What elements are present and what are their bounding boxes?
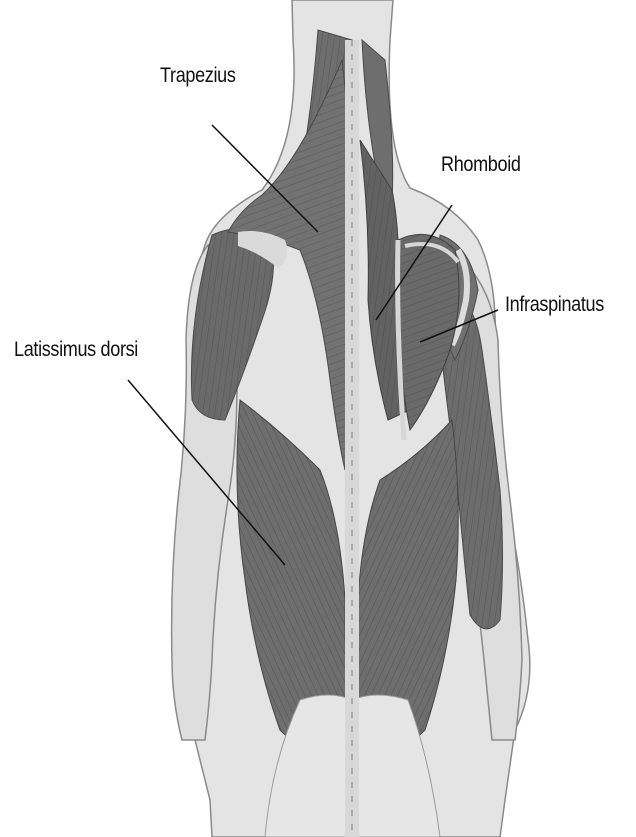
latissimus-dorsi-label: Latissimus dorsi (14, 338, 138, 362)
rhomboid-label: Rhomboid (441, 153, 521, 177)
trapezius-label: Trapezius (160, 64, 236, 88)
infraspinatus-label: Infraspinatus (505, 293, 604, 317)
